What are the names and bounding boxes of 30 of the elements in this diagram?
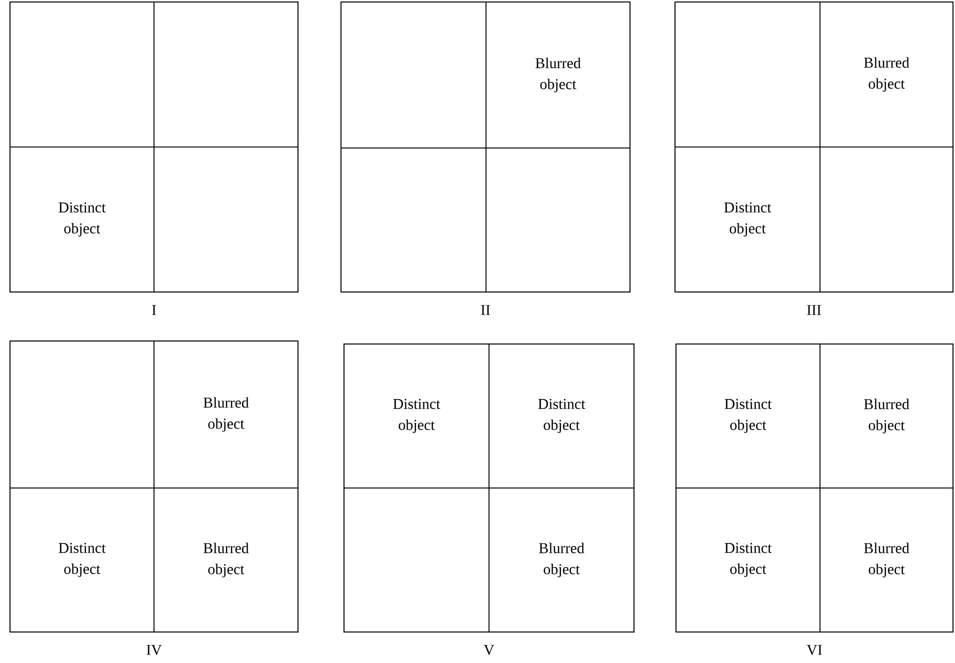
cell: Blurred object <box>488 488 634 632</box>
empty-cell <box>340 148 486 292</box>
empty-cell <box>340 2 486 148</box>
cell: Distinct object <box>676 344 820 488</box>
cell: Blurred object <box>820 344 954 488</box>
cell: Distinct object <box>674 146 820 292</box>
panel-label: V <box>484 644 494 655</box>
cell: Distinct object <box>676 488 820 632</box>
panel-label: IV <box>146 644 162 655</box>
cell: Blurred object <box>154 488 298 632</box>
cell: Blurred object <box>820 488 954 632</box>
panel-label: VI <box>806 644 822 655</box>
empty-cell <box>154 146 298 292</box>
cell: Blurred object <box>820 2 954 148</box>
cell: Blurred object <box>486 2 630 148</box>
cell: Distinct object <box>344 344 490 488</box>
panel-label: II <box>481 305 490 315</box>
cell: Distinct object <box>10 488 154 632</box>
empty-cell <box>820 146 954 292</box>
cell: Blurred object <box>154 340 298 488</box>
cell: Distinct object <box>488 344 634 488</box>
empty-cell <box>344 488 490 632</box>
empty-cell <box>486 148 630 292</box>
panel-label: III <box>807 305 821 315</box>
cell: Distinct object <box>10 146 154 292</box>
empty-cell <box>154 2 298 148</box>
empty-cell <box>10 2 154 148</box>
empty-cell <box>674 2 820 148</box>
panel-label: I <box>152 305 156 315</box>
empty-cell <box>10 340 154 488</box>
